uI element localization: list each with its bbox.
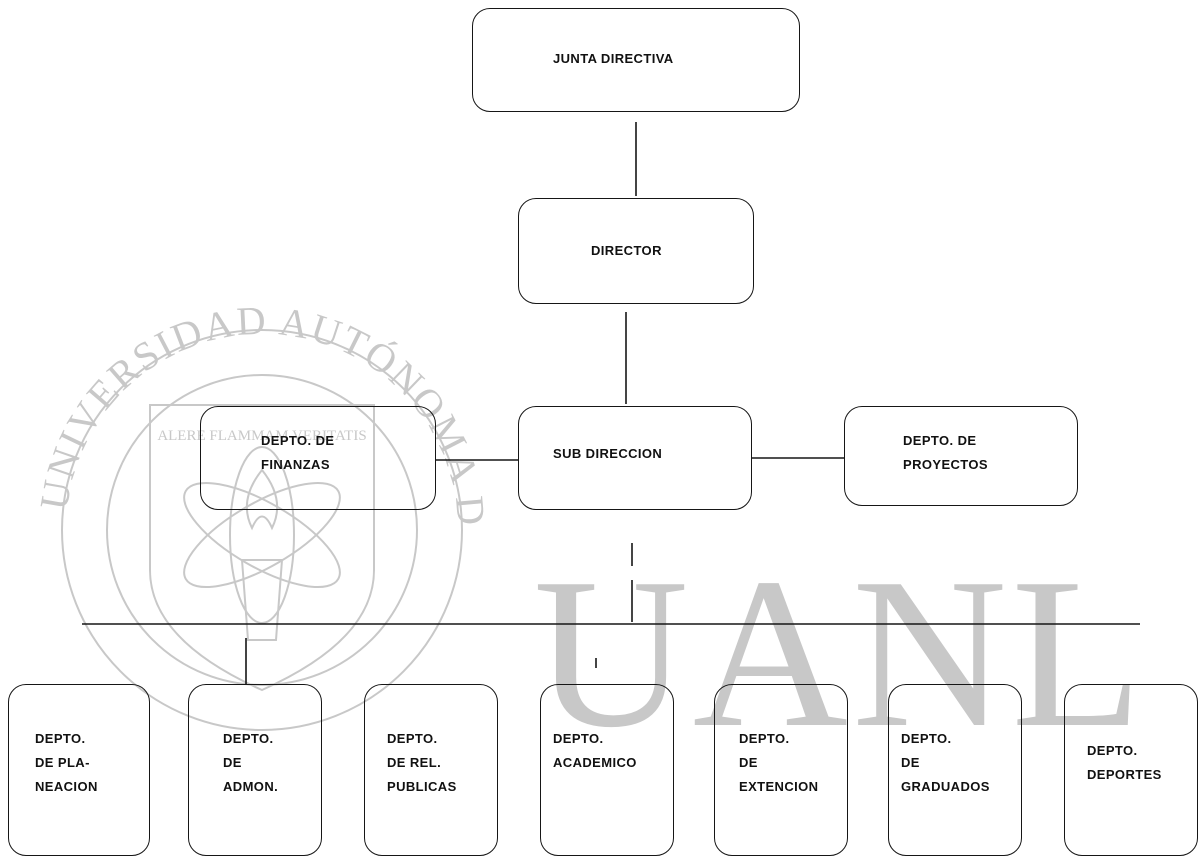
proyectos-box: DEPTO. DE PROYECTOS — [844, 406, 1078, 506]
junta-directiva-box: JUNTA DIRECTIVA — [472, 8, 800, 112]
dept-admon-label: DEPTO. DE ADMON. — [223, 731, 279, 795]
dept-planeacion-box: DEPTO. DE PLA- NEACION — [8, 684, 150, 856]
director-label: DIRECTOR — [591, 243, 662, 258]
sub-direccion-box: SUB DIRECCION — [518, 406, 752, 510]
dept-planeacion-label: DEPTO. DE PLA- NEACION — [35, 731, 98, 795]
proyectos-label: DEPTO. DE PROYECTOS — [903, 433, 988, 473]
dept-extencion-box: DEPTO. DE EXTENCION — [714, 684, 848, 856]
finanzas-box: DEPTO. DE FINANZAS — [200, 406, 436, 510]
junta-directiva-label: JUNTA DIRECTIVA — [553, 51, 674, 66]
dept-graduados-label: DEPTO. DE GRADUADOS — [901, 731, 990, 795]
dept-rel-publicas-box: DEPTO. DE REL. PUBLICAS — [364, 684, 498, 856]
director-box: DIRECTOR — [518, 198, 754, 304]
dept-extencion-label: DEPTO. DE EXTENCION — [739, 731, 819, 795]
dept-academico-box: DEPTO. ACADEMICO — [540, 684, 674, 856]
dept-admon-box: DEPTO. DE ADMON. — [188, 684, 322, 856]
sub-direccion-label: SUB DIRECCION — [553, 446, 663, 461]
dept-rel-publicas-label: DEPTO. DE REL. PUBLICAS — [387, 731, 457, 795]
dept-graduados-box: DEPTO. DE GRADUADOS — [888, 684, 1022, 856]
dept-deportes-box: DEPTO. DEPORTES — [1064, 684, 1198, 856]
dept-academico-label: DEPTO. ACADEMICO — [553, 731, 637, 771]
dept-deportes-label: DEPTO. DEPORTES — [1087, 743, 1162, 783]
university-seal-logo: UNIVERSIDAD AUTÓNOMA DE NUEVO LEÓN ALERE… — [0, 0, 492, 731]
finanzas-label: DEPTO. DE FINANZAS — [261, 433, 335, 473]
